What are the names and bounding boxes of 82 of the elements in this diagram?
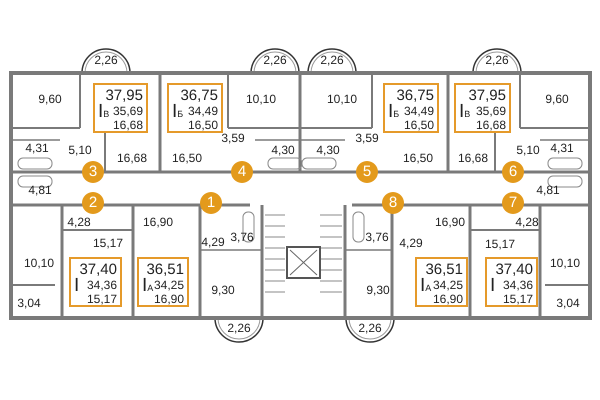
area-label: 4,30	[316, 144, 340, 156]
room-area: 16,68	[476, 119, 506, 131]
total-area: 37,40	[79, 262, 117, 277]
area-label: 10,10	[326, 93, 358, 105]
apartment-info-box	[167, 83, 223, 133]
living-area: 34,25	[154, 279, 184, 291]
area-label: 9,30	[366, 284, 390, 296]
area-label: 2,26	[227, 322, 251, 334]
apartment-info-box	[454, 83, 511, 133]
living-area: 34,49	[404, 105, 434, 117]
apartment-type-label: I	[490, 276, 496, 295]
area-label: 9,60	[38, 93, 62, 105]
area-label: 3,04	[17, 297, 41, 309]
area-label: 9,30	[211, 284, 235, 296]
room-area: 16,68	[112, 119, 143, 131]
area-label: 10,10	[24, 257, 54, 269]
apartment-info-box	[93, 83, 148, 133]
area-label: 15,17	[484, 238, 516, 250]
area-label: 4,29	[201, 236, 225, 248]
callout-number: 4	[231, 161, 253, 183]
area-label: 4,81	[28, 184, 52, 196]
total-area: 36,75	[180, 88, 218, 103]
room-area: 16,50	[188, 119, 218, 131]
apartment-info-box	[137, 257, 189, 307]
room-area: 16,90	[154, 293, 184, 305]
area-label: 16,90	[434, 216, 466, 228]
room-area: 16,50	[404, 119, 434, 131]
area-label: 2,26	[485, 54, 509, 66]
living-area: 35,69	[112, 105, 143, 117]
area-label: 3,59	[355, 132, 379, 144]
area-label: 5,10	[68, 144, 92, 156]
callout-number: 3	[82, 161, 104, 183]
area-label: 9,60	[545, 93, 569, 105]
area-label: 2,26	[94, 54, 118, 66]
apartment-info-box	[383, 83, 439, 133]
callout-number: 8	[382, 192, 404, 214]
total-area: 37,95	[468, 88, 506, 103]
total-area: 36,51	[146, 262, 184, 277]
area-label: 5,10	[516, 144, 540, 156]
area-label: 16,50	[172, 152, 202, 164]
area-label: 3,59	[221, 132, 245, 144]
area-label: 2,26	[320, 54, 344, 66]
living-area: 34,25	[432, 279, 463, 291]
area-label: 16,68	[458, 152, 488, 164]
living-area: 34,36	[86, 279, 117, 291]
area-label: 4,31	[550, 142, 574, 154]
area-label: 4,81	[536, 184, 560, 196]
total-area: 37,95	[105, 88, 143, 103]
total-area: 37,40	[495, 262, 533, 277]
area-label: 4,28	[515, 216, 539, 228]
room-area: 16,90	[432, 293, 463, 305]
area-label: 3,76	[365, 231, 389, 243]
area-label: 16,50	[402, 152, 434, 164]
apartment-info-box	[485, 257, 538, 307]
area-label: 4,30	[271, 144, 295, 156]
area-label: 10,10	[550, 257, 580, 269]
area-label: 2,26	[263, 54, 287, 66]
callout-number: 2	[82, 192, 104, 214]
area-label: 16,90	[142, 216, 174, 228]
area-label: 3,76	[230, 231, 254, 243]
area-label: 10,10	[246, 93, 276, 105]
living-area: 34,49	[188, 105, 218, 117]
callout-number: 1	[200, 192, 222, 214]
area-label: 16,68	[116, 152, 148, 164]
living-area: 34,36	[502, 279, 533, 291]
callout-number: 5	[356, 161, 378, 183]
apartment-type-label: I	[74, 276, 80, 295]
callout-number: 6	[502, 161, 524, 183]
area-label: 15,17	[92, 237, 124, 249]
room-area: 15,17	[86, 293, 117, 305]
room-area: 15,17	[502, 293, 533, 305]
living-area: 35,69	[476, 105, 506, 117]
total-area: 36,75	[396, 88, 434, 103]
area-label: 4,28	[67, 216, 91, 228]
area-label: 4,29	[399, 237, 423, 249]
apartment-info-box	[69, 257, 122, 307]
area-label: 3,04	[556, 297, 580, 309]
apartment-info-box	[415, 257, 468, 307]
area-label: 2,26	[358, 322, 382, 334]
total-area: 36,51	[425, 262, 463, 277]
callout-number: 7	[502, 192, 524, 214]
area-label: 4,31	[25, 142, 49, 154]
